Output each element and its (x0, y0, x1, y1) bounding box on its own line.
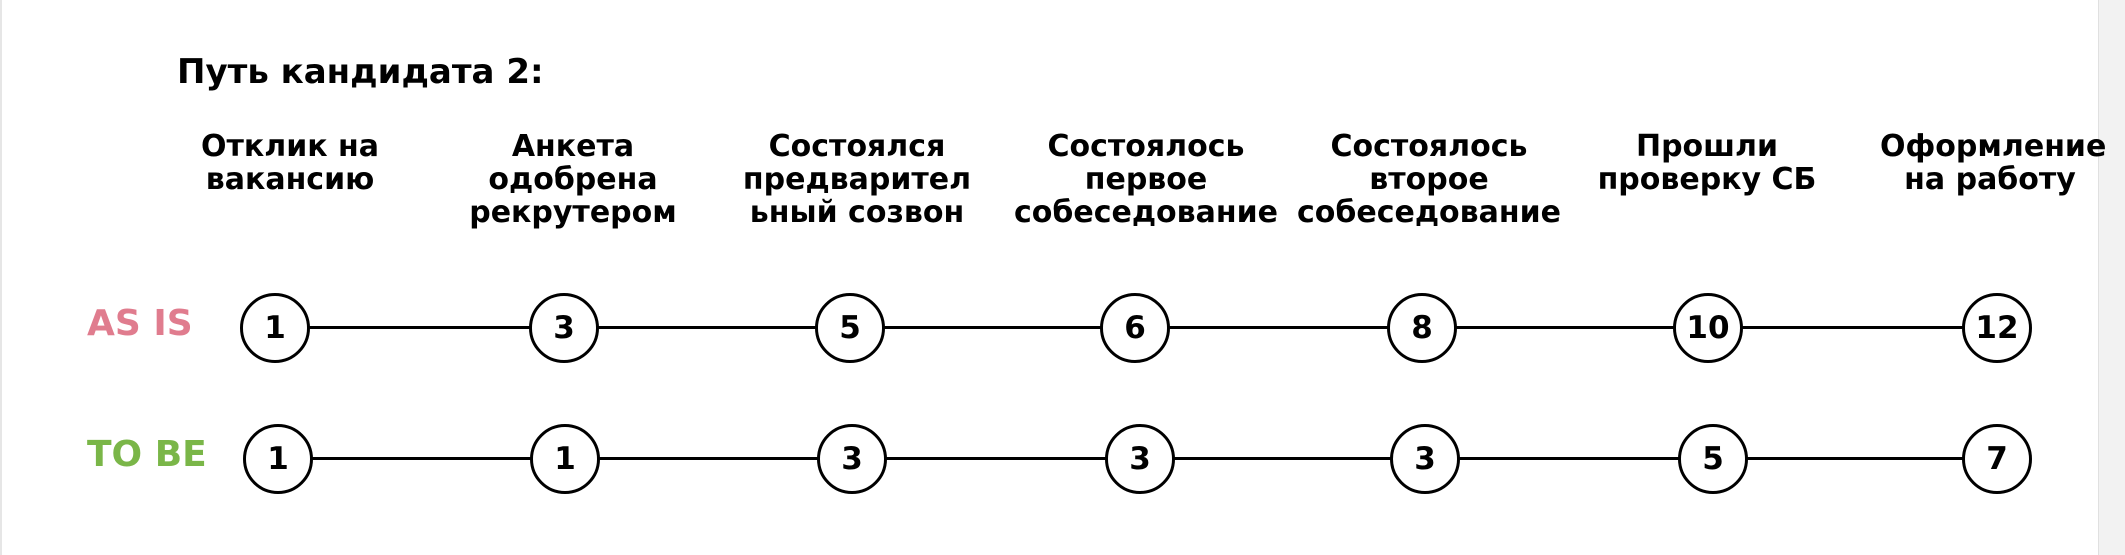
to-be-node-2: 1 (530, 424, 600, 494)
stage-label-5: Состоялось второе собеседование (1297, 129, 1561, 230)
as-is-label: AS IS (87, 303, 193, 344)
as-is-node-4: 6 (1100, 293, 1170, 363)
as-is-node-6: 10 (1673, 293, 1743, 363)
as-is-node-5: 8 (1387, 293, 1457, 363)
left-edge (0, 0, 2, 555)
stage-label-7: Оформление на работу (1880, 129, 2107, 197)
as-is-node-3: 5 (815, 293, 885, 363)
stage-label-6: Прошли проверку СБ (1597, 129, 1817, 197)
to-be-node-5: 3 (1390, 424, 1460, 494)
to-be-node-3: 3 (817, 424, 887, 494)
stage-label-4: Состоялось первое собеседование (1014, 129, 1278, 230)
stage-label-2: Анкета одобрена рекрутером (469, 129, 677, 230)
to-be-label: TO BE (87, 434, 207, 475)
to-be-node-1: 1 (243, 424, 313, 494)
to-be-node-6: 5 (1678, 424, 1748, 494)
as-is-node-7: 12 (1962, 293, 2032, 363)
to-be-node-7: 7 (1962, 424, 2032, 494)
as-is-node-2: 3 (529, 293, 599, 363)
stage-label-1: Отклик на вакансию (200, 129, 380, 197)
stage-label-3: Состоялся предварител ьный созвон (742, 129, 972, 230)
as-is-node-1: 1 (240, 293, 310, 363)
diagram-title: Путь кандидата 2: (177, 52, 544, 92)
right-edge (2098, 0, 2125, 555)
to-be-node-4: 3 (1105, 424, 1175, 494)
